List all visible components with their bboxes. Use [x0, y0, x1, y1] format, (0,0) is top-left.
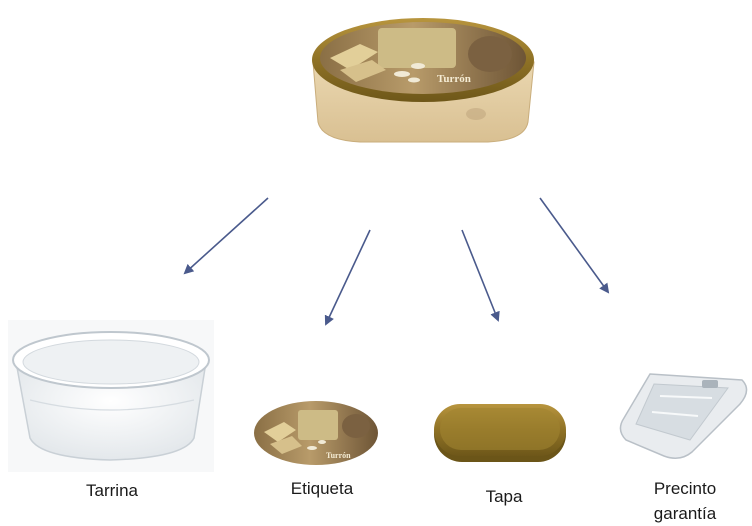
tub-brand-text: Turrón — [437, 73, 471, 85]
arrow-to-tarrina — [185, 198, 268, 273]
arrow-to-tapa — [462, 230, 498, 320]
product-tub: Turrón — [312, 18, 534, 142]
caption-tarrina: Tarrina — [62, 478, 162, 503]
label-image: Turrón — [254, 401, 378, 465]
caption-precinto: Precinto garantía — [630, 476, 740, 526]
caption-tapa: Tapa — [454, 484, 554, 509]
arrow-to-precinto — [540, 198, 608, 292]
gold-lid-image — [434, 404, 566, 462]
label-brand-text: Turrón — [326, 451, 351, 460]
caption-precinto-line2: garantía — [630, 501, 740, 526]
arrow-to-etiqueta — [326, 230, 370, 324]
plastic-seal-image — [620, 374, 746, 458]
transparent-tub-image — [8, 320, 214, 472]
caption-precinto-line1: Precinto — [630, 476, 740, 501]
caption-etiqueta: Etiqueta — [272, 476, 372, 501]
